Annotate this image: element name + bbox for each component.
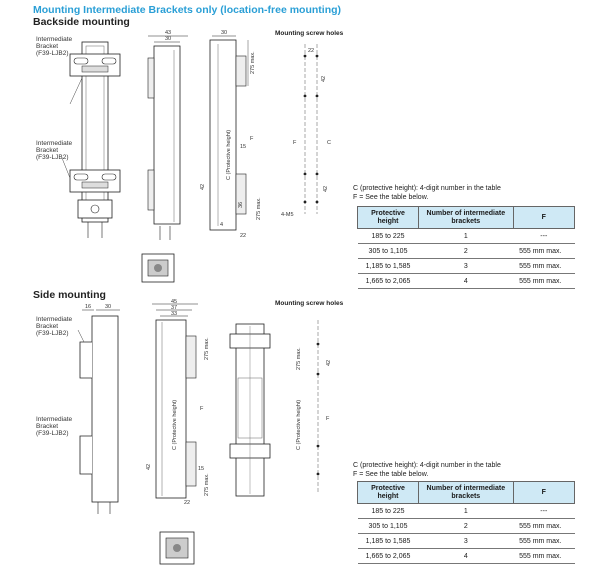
dim-f: F — [250, 136, 254, 142]
dim-30: 30 — [165, 36, 171, 42]
side-protective-height-label-b: C (Protective height) — [296, 400, 302, 450]
dim-4m5: 4-M5 — [281, 212, 294, 218]
side-bottom-view-drawing — [159, 531, 195, 565]
backside-screw-holes-title: Mounting screw holes — [275, 30, 344, 37]
dim-22-side: 22 — [184, 500, 190, 506]
dim-33: 33 — [171, 311, 177, 317]
dim-15-side: 15 — [198, 466, 204, 472]
dim-275-max-b: 275 max. — [256, 197, 262, 220]
backside-bracket-label-top: Intermediate Bracket (F39-LJB2) — [36, 36, 73, 57]
dim-16: 16 — [85, 304, 91, 310]
dim-c-b: C — [327, 140, 331, 146]
dim-275-max: 275 max. — [250, 51, 256, 74]
backside-bracket-label-bottom: Intermediate Bracket (F39-LJB2) — [36, 140, 73, 161]
dim-30b: 30 — [221, 30, 227, 36]
backside-note: C (protective height): 4-digit number in… — [353, 185, 501, 201]
header-f: F — [512, 206, 576, 229]
dim-45: 45 — [171, 299, 177, 305]
dim-275-max-side-b: 275 max. — [204, 473, 210, 496]
dim-275-max-side-a: 275 max. — [204, 337, 210, 360]
side-bracket-label-top: Intermediate Bracket (F39-LJB2) — [36, 316, 73, 337]
side-dimension-view-drawing: 45 37 33 275 max. C (Protective height) … — [146, 299, 210, 506]
side-section-title: Side mounting — [33, 289, 106, 301]
side-note: C (protective height): 4-digit number in… — [353, 462, 501, 478]
side-screw-holes-drawing: 275 max. 42 C (Protective height) F — [296, 320, 332, 492]
dim-42-holes-a: 42 — [326, 360, 332, 366]
page-title: Mounting Intermediate Brackets only (loc… — [33, 4, 342, 16]
header-f: F — [512, 481, 576, 504]
dim-15: 15 — [240, 144, 246, 150]
dim-f-side: F — [200, 406, 204, 412]
backside-dimension-view-drawing: 30 275 max. C (Protective height) F 15 4… — [200, 30, 262, 239]
backside-spec-table: Protective height Number of intermediate… — [356, 206, 576, 289]
dim-4: 4 — [220, 222, 223, 228]
dim-42-side: 42 — [146, 464, 152, 470]
dim-43: 43 — [165, 30, 171, 36]
dim-42d: 42 — [323, 186, 329, 192]
header-protective-height: Protective height — [356, 206, 420, 229]
header-number-of-brackets: Number of intermediate brackets — [418, 206, 514, 229]
header-number-of-brackets: Number of intermediate brackets — [418, 481, 514, 504]
dim-f-b: F — [293, 140, 297, 146]
side-third-view-drawing — [229, 323, 271, 497]
dim-22b: 22 — [308, 48, 314, 54]
dim-37: 37 — [171, 305, 177, 311]
backside-section-title: Backside mounting — [33, 16, 130, 28]
dim-f-holes: F — [326, 416, 330, 422]
dim-22: 22 — [240, 233, 246, 239]
header-protective-height: Protective height — [356, 481, 420, 504]
side-protective-height-label: C (Protective height) — [172, 400, 178, 450]
backside-bottom-view-drawing — [141, 253, 175, 283]
dim-42c: 42 — [321, 76, 327, 82]
side-screw-holes-title: Mounting screw holes — [275, 300, 344, 307]
side-front-view-drawing: 16 30 — [77, 304, 120, 514]
dim-275-max-holes-a: 275 max. — [296, 347, 302, 370]
dim-36: 36 — [238, 202, 244, 208]
dim-42: 42 — [200, 184, 206, 190]
dim-30-side: 30 — [105, 304, 111, 310]
side-spec-table: Protective height Number of intermediate… — [356, 481, 576, 564]
protective-height-label: C (Protective height) — [226, 130, 232, 180]
side-bracket-label-bottom: Intermediate Bracket (F39-LJB2) — [36, 416, 73, 437]
backside-front-view-drawing — [61, 41, 121, 238]
backside-side-view-drawing: 43 30 — [147, 30, 188, 240]
backside-screw-holes-drawing: 22 42 42 F C 4-M5 — [281, 44, 331, 218]
